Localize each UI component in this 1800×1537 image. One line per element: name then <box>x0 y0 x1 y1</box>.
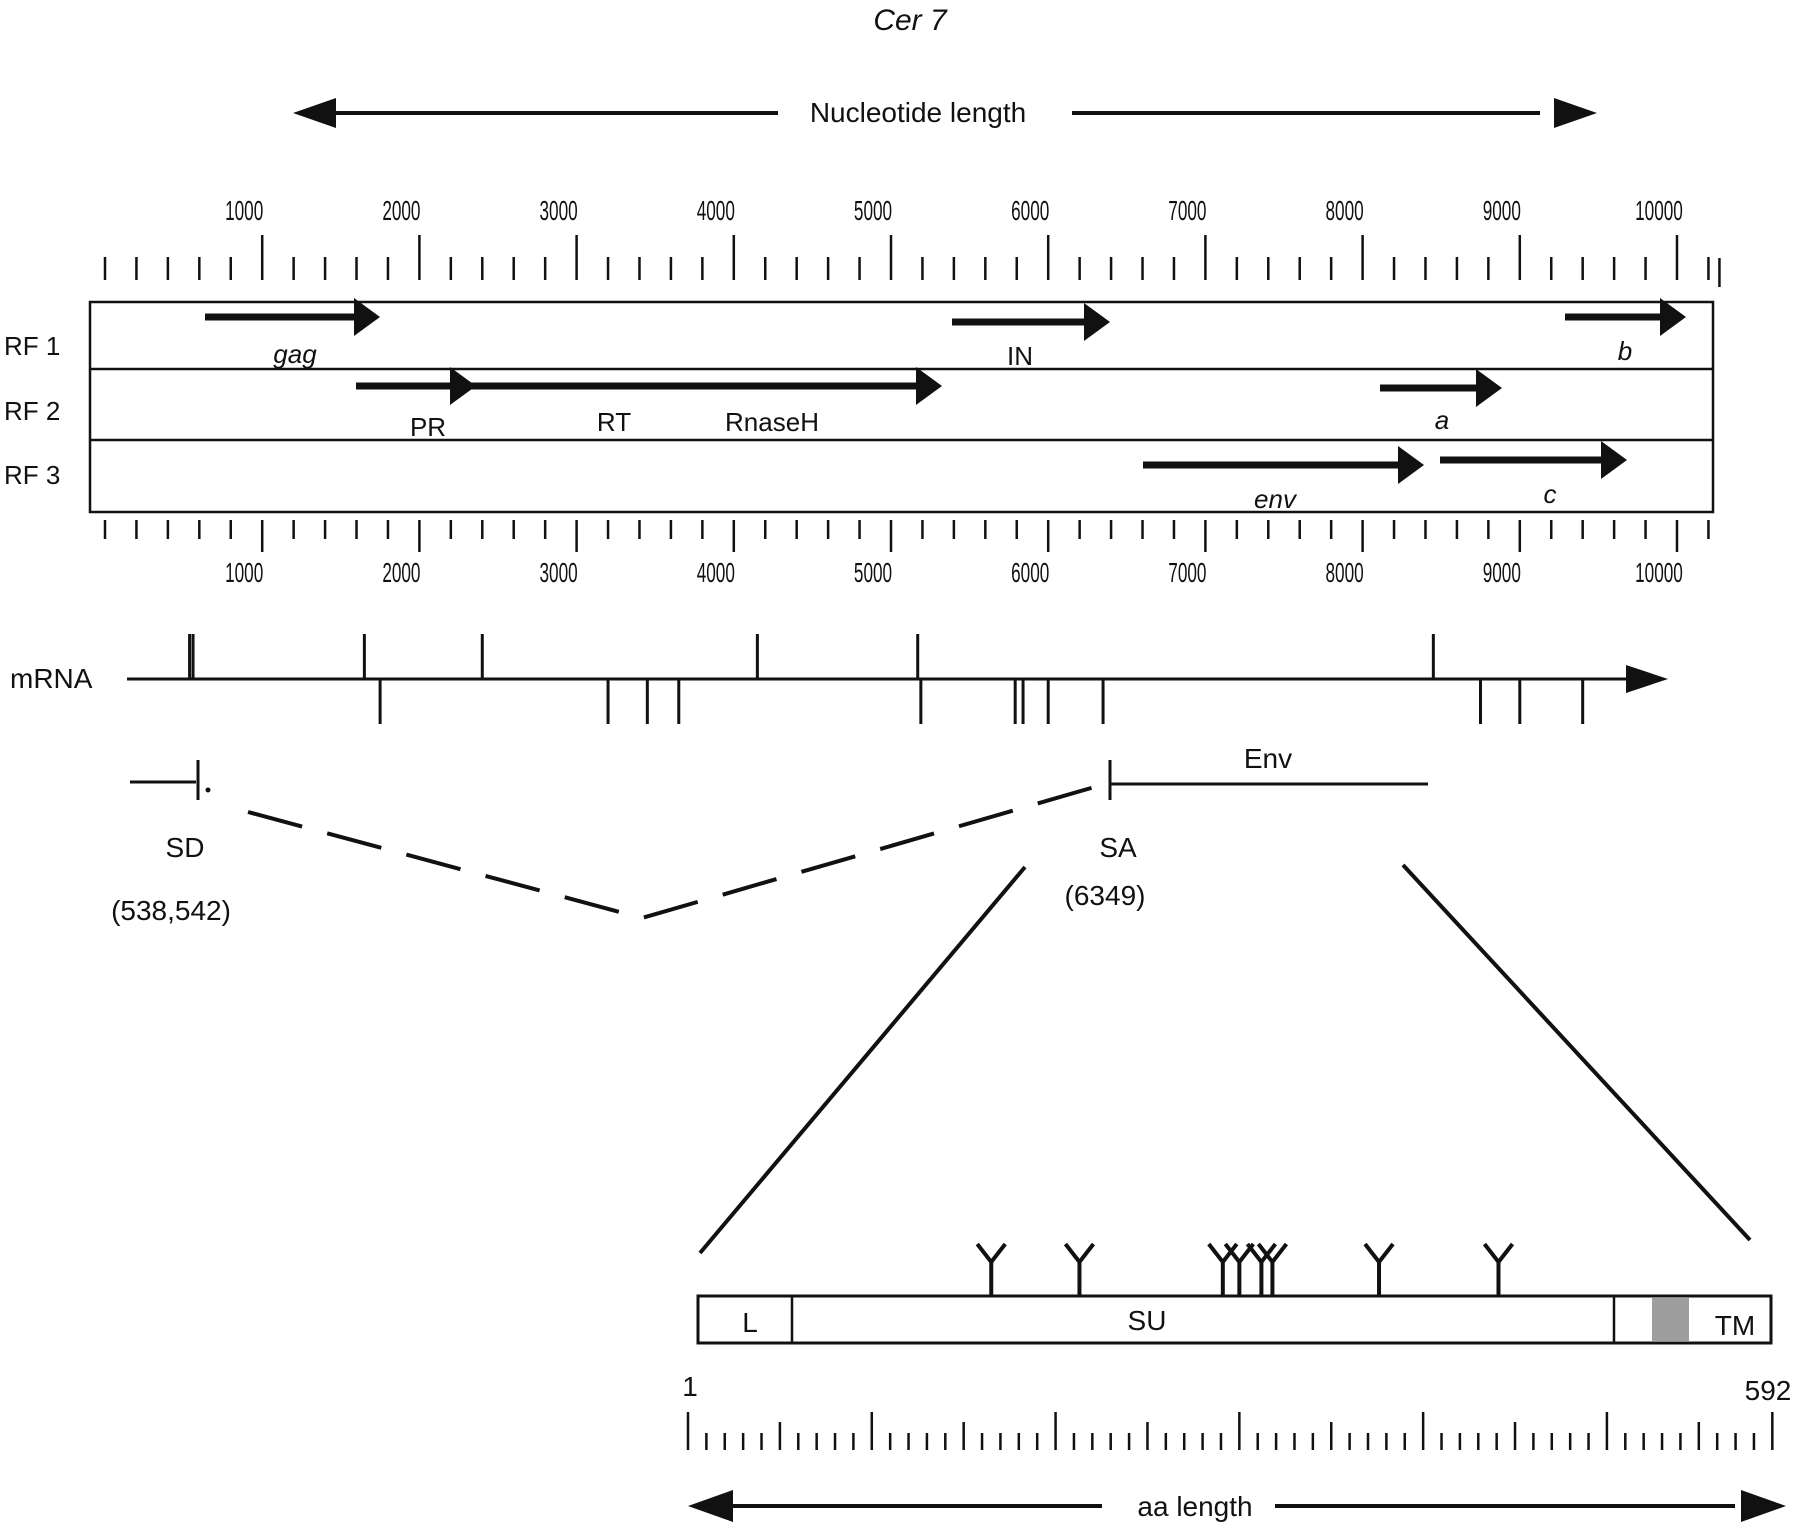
gene-label-in: IN <box>1007 341 1033 371</box>
top-tick-label: 2000 <box>382 195 420 226</box>
sd-label: SD <box>166 832 205 863</box>
glycosylation-site-icon <box>1245 1242 1277 1296</box>
bottom-tick-label: 3000 <box>540 557 578 588</box>
gene-label-c: c <box>1544 479 1557 509</box>
orf-in-arrow <box>952 303 1110 341</box>
orf-b-arrow <box>1565 298 1686 336</box>
sd-position: (538,542) <box>111 895 231 926</box>
mrna-line <box>127 665 1668 693</box>
left-arrowhead-icon <box>293 98 336 128</box>
aa-start-label: 1 <box>682 1371 698 1402</box>
bottom-tick-label: 10000 <box>1635 557 1683 588</box>
top-tick-row <box>103 235 1721 287</box>
glycosylation-site-icon <box>1363 1242 1395 1296</box>
domain-label-l: L <box>742 1307 758 1338</box>
nucleotide-length-label: Nucleotide length <box>810 97 1026 128</box>
gene-label-gag: gag <box>273 339 317 369</box>
mrna-site-marks <box>188 634 1585 724</box>
glycosylation-site-icon <box>1063 1242 1096 1296</box>
mrna-arrowhead-icon <box>1626 665 1668 693</box>
aa-length-label: aa length <box>1137 1491 1252 1522</box>
gene-label-pr: PR <box>410 412 446 442</box>
gene-label-rnaseh: RnaseH <box>725 407 819 437</box>
top-tick-label: 5000 <box>854 195 892 226</box>
env-label: Env <box>1244 743 1292 774</box>
right-arrowhead-icon <box>1554 98 1597 128</box>
bottom-tick-label: 2000 <box>382 557 420 588</box>
glycosylation-site-icon <box>1223 1242 1255 1296</box>
top-tick-labels: 1000 2000 3000 4000 5000 6000 7000 8000 9000 1000… <box>225 195 1683 226</box>
orf-gag-arrow <box>205 298 380 336</box>
bottom-tick-label: 4000 <box>697 557 735 588</box>
bottom-tick-label: 6000 <box>1011 557 1049 588</box>
bottom-tick-label: 5000 <box>854 557 892 588</box>
bottom-tick-label: 7000 <box>1168 557 1206 588</box>
aa-right-arrowhead-icon <box>1741 1490 1786 1522</box>
glycosylation-sites <box>975 1242 1515 1296</box>
top-tick-label: 8000 <box>1326 195 1364 226</box>
rf3-label: RF 3 <box>4 460 60 490</box>
top-tick-label: 1000 <box>225 195 263 226</box>
glycosylation-site-icon <box>1256 1242 1289 1296</box>
figure-title: Cer 7 <box>873 4 948 37</box>
bottom-tick-label: 1000 <box>225 557 263 588</box>
bottom-tick-row <box>103 520 1710 552</box>
gene-label-a: a <box>1435 405 1449 435</box>
sa-position: (6349) <box>1065 880 1146 911</box>
top-tick-label: 6000 <box>1011 195 1049 226</box>
top-tick-label: 3000 <box>540 195 578 226</box>
gene-label-b: b <box>1618 336 1632 366</box>
orf-c-arrow <box>1440 441 1627 479</box>
splice-intron-dashed-line <box>247 784 1099 921</box>
domain-label-tm: TM <box>1715 1310 1755 1341</box>
nucleotide-length-arrow: Nucleotide length <box>293 97 1597 128</box>
top-tick-label: 10000 <box>1635 195 1683 226</box>
splice-structure <box>130 760 1428 921</box>
orf-pol-arrow <box>356 367 942 405</box>
gene-label-env: env <box>1254 484 1298 514</box>
env-protein-bar <box>696 1294 1773 1345</box>
orf-a-arrow <box>1380 369 1502 407</box>
aa-length-arrow: aa length <box>688 1490 1786 1522</box>
rf2-label: RF 2 <box>4 396 60 426</box>
mrna-label: mRNA <box>10 663 93 694</box>
zoom-lines <box>698 863 1752 1255</box>
gene-label-rt: RT <box>597 407 631 437</box>
domain-label-su: SU <box>1128 1305 1167 1336</box>
glycosylation-site-icon <box>975 1242 1007 1296</box>
top-tick-label: 7000 <box>1168 195 1206 226</box>
bottom-tick-labels: 1000 2000 3000 4000 5000 6000 7000 8000 9000 1000… <box>225 557 1683 588</box>
top-tick-label: 4000 <box>697 195 735 226</box>
sa-label: SA <box>1099 832 1137 863</box>
bottom-tick-label: 8000 <box>1326 557 1364 588</box>
top-tick-label: 9000 <box>1483 195 1521 226</box>
reading-frame-box <box>88 300 1715 514</box>
aa-tick-row <box>686 1412 1774 1450</box>
transmembrane-region <box>1652 1298 1689 1341</box>
glycosylation-site-icon <box>1482 1242 1515 1296</box>
aa-left-arrowhead-icon <box>688 1490 733 1522</box>
rf1-label: RF 1 <box>4 331 60 361</box>
orf-env-arrow <box>1143 446 1424 484</box>
bottom-tick-label: 9000 <box>1483 557 1521 588</box>
aa-end-label: 592 <box>1745 1375 1792 1406</box>
